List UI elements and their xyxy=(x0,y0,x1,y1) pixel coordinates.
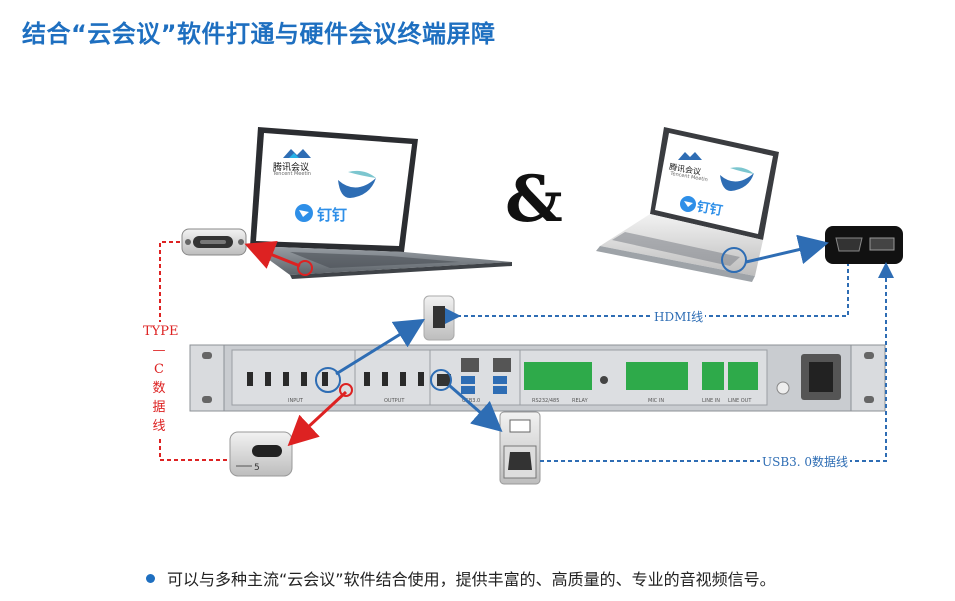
feature-bullet: 可以与多种主流“云会议”软件结合使用，提供丰富的、高质量的、专业的音视频信号。 xyxy=(146,566,776,590)
usb-c-connector-bottom: 5 xyxy=(229,431,293,477)
blue-arrow-laptop-right xyxy=(745,234,829,265)
type-c-cable-label: TYPE — C 数 据 线 xyxy=(143,322,179,436)
laptop-left-app1: 腾讯会议 xyxy=(273,163,310,173)
ampersand: & xyxy=(505,162,563,237)
rack-label-line-in: LINE IN xyxy=(702,398,720,404)
brand-bird-icon xyxy=(338,178,376,198)
blue-arrow-usb xyxy=(449,384,503,432)
type-c-label-line: 线 xyxy=(152,419,166,434)
type-c-label-line: — xyxy=(152,343,166,358)
tencent-meeting-logo-right xyxy=(678,152,702,160)
tencent-meeting-logo-left xyxy=(283,149,311,158)
bullet-dot-icon xyxy=(146,574,155,583)
usb-c-connector-top xyxy=(181,228,247,256)
type-c-label-line: 据 xyxy=(152,400,166,415)
laptop-right xyxy=(596,127,779,282)
hdmi-usb-connector xyxy=(825,226,903,264)
type-c-label-line: 数 xyxy=(152,381,166,396)
usb-b-connector xyxy=(499,411,541,485)
dingtalk-logo-right xyxy=(680,196,696,212)
rack-label-input: INPUT xyxy=(288,398,304,404)
laptop-left-app2: 钉钉 xyxy=(317,206,348,224)
dingtalk-logo-left xyxy=(295,204,313,222)
laptop-right-port-highlight xyxy=(721,247,747,273)
rack-label-rs232: RS232/485 xyxy=(532,398,559,404)
rack-label-output: OUTPUT xyxy=(384,398,405,404)
laptop-left-port-highlight xyxy=(297,260,313,276)
terminal-line-out xyxy=(728,362,758,390)
rack-label-line-out: LINE OUT xyxy=(728,398,752,404)
usb-c-port-number: 5 xyxy=(254,463,260,473)
red-arrow-rack xyxy=(287,390,348,447)
rack-label-relay: RELAY xyxy=(572,398,589,404)
usb-cable-label: USB3. 0数据线 xyxy=(760,453,851,470)
usb-cable-line xyxy=(540,262,894,462)
laptop-left-app1-sub: Tencent Meetin xyxy=(273,171,311,177)
rack-label-mic-in: MIC IN xyxy=(648,398,664,404)
type-c-label-line: C xyxy=(154,362,164,377)
page-title: 结合“云会议”软件打通与硬件会议终端屏障 xyxy=(22,20,496,48)
hdmi-cable-label: HDMI线 xyxy=(652,308,706,325)
rack-device xyxy=(189,344,886,412)
hdmi-dongle xyxy=(423,295,455,341)
type-c-label-line: TYPE xyxy=(143,324,179,339)
terminal-mic-in xyxy=(626,362,688,390)
blue-arrow-hdmi xyxy=(335,318,426,376)
bullet-text: 可以与多种主流“云会议”软件结合使用，提供丰富的、高质量的、专业的音视频信号。 xyxy=(167,570,776,589)
laptop-left xyxy=(250,127,512,279)
terminal-line-in xyxy=(702,362,724,390)
red-arrow-laptop xyxy=(244,240,301,269)
terminal-rs232 xyxy=(524,362,592,390)
